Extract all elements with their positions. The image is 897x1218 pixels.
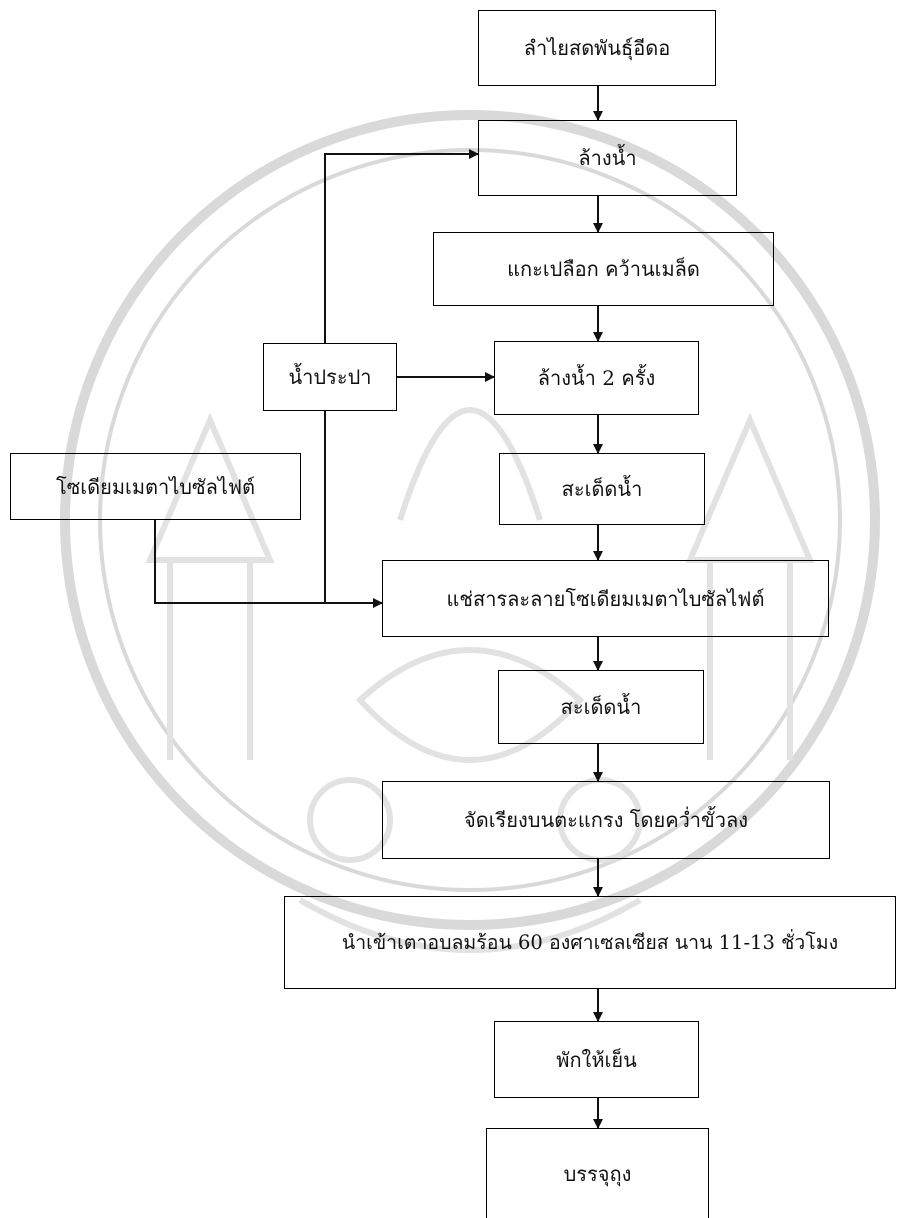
step-soak-solution: แช่สารละลายโซเดียมเมตาไบซัลไฟต์ (382, 560, 829, 637)
step-drain-2: สะเด็ดน้ำ (498, 670, 704, 744)
step-cool-down: พักให้เย็น (494, 1021, 699, 1098)
arrow-sodium-to-soak (154, 520, 383, 608)
arrow-tapwater-to-wash (324, 149, 479, 343)
input-tap-water: น้ำประปา (263, 343, 397, 411)
step-arrange-trays: จัดเรียงบนตะแกรง โดยคว่ำขั้วลง (382, 781, 830, 859)
step-drain-1: สะเด็ดน้ำ (499, 453, 705, 525)
step-hot-air-oven: นำเข้าเตาอบลมร้อน 60 องศาเซลเซียส นาน 11… (284, 896, 896, 989)
step-wash-twice: ล้างน้ำ 2 ครั้ง (494, 341, 699, 415)
step-bagging: บรรจุถุง (486, 1128, 709, 1218)
step-peel-pit: แกะเปลือก คว้านเมล็ด (433, 232, 774, 306)
step-fresh-longan: ลำไยสดพันธุ์อีดอ (478, 10, 716, 86)
step-wash-water: ล้างน้ำ (478, 120, 737, 196)
input-sodium-metabisulfite: โซเดียมเมตาไบซัลไฟต์ (10, 453, 301, 520)
